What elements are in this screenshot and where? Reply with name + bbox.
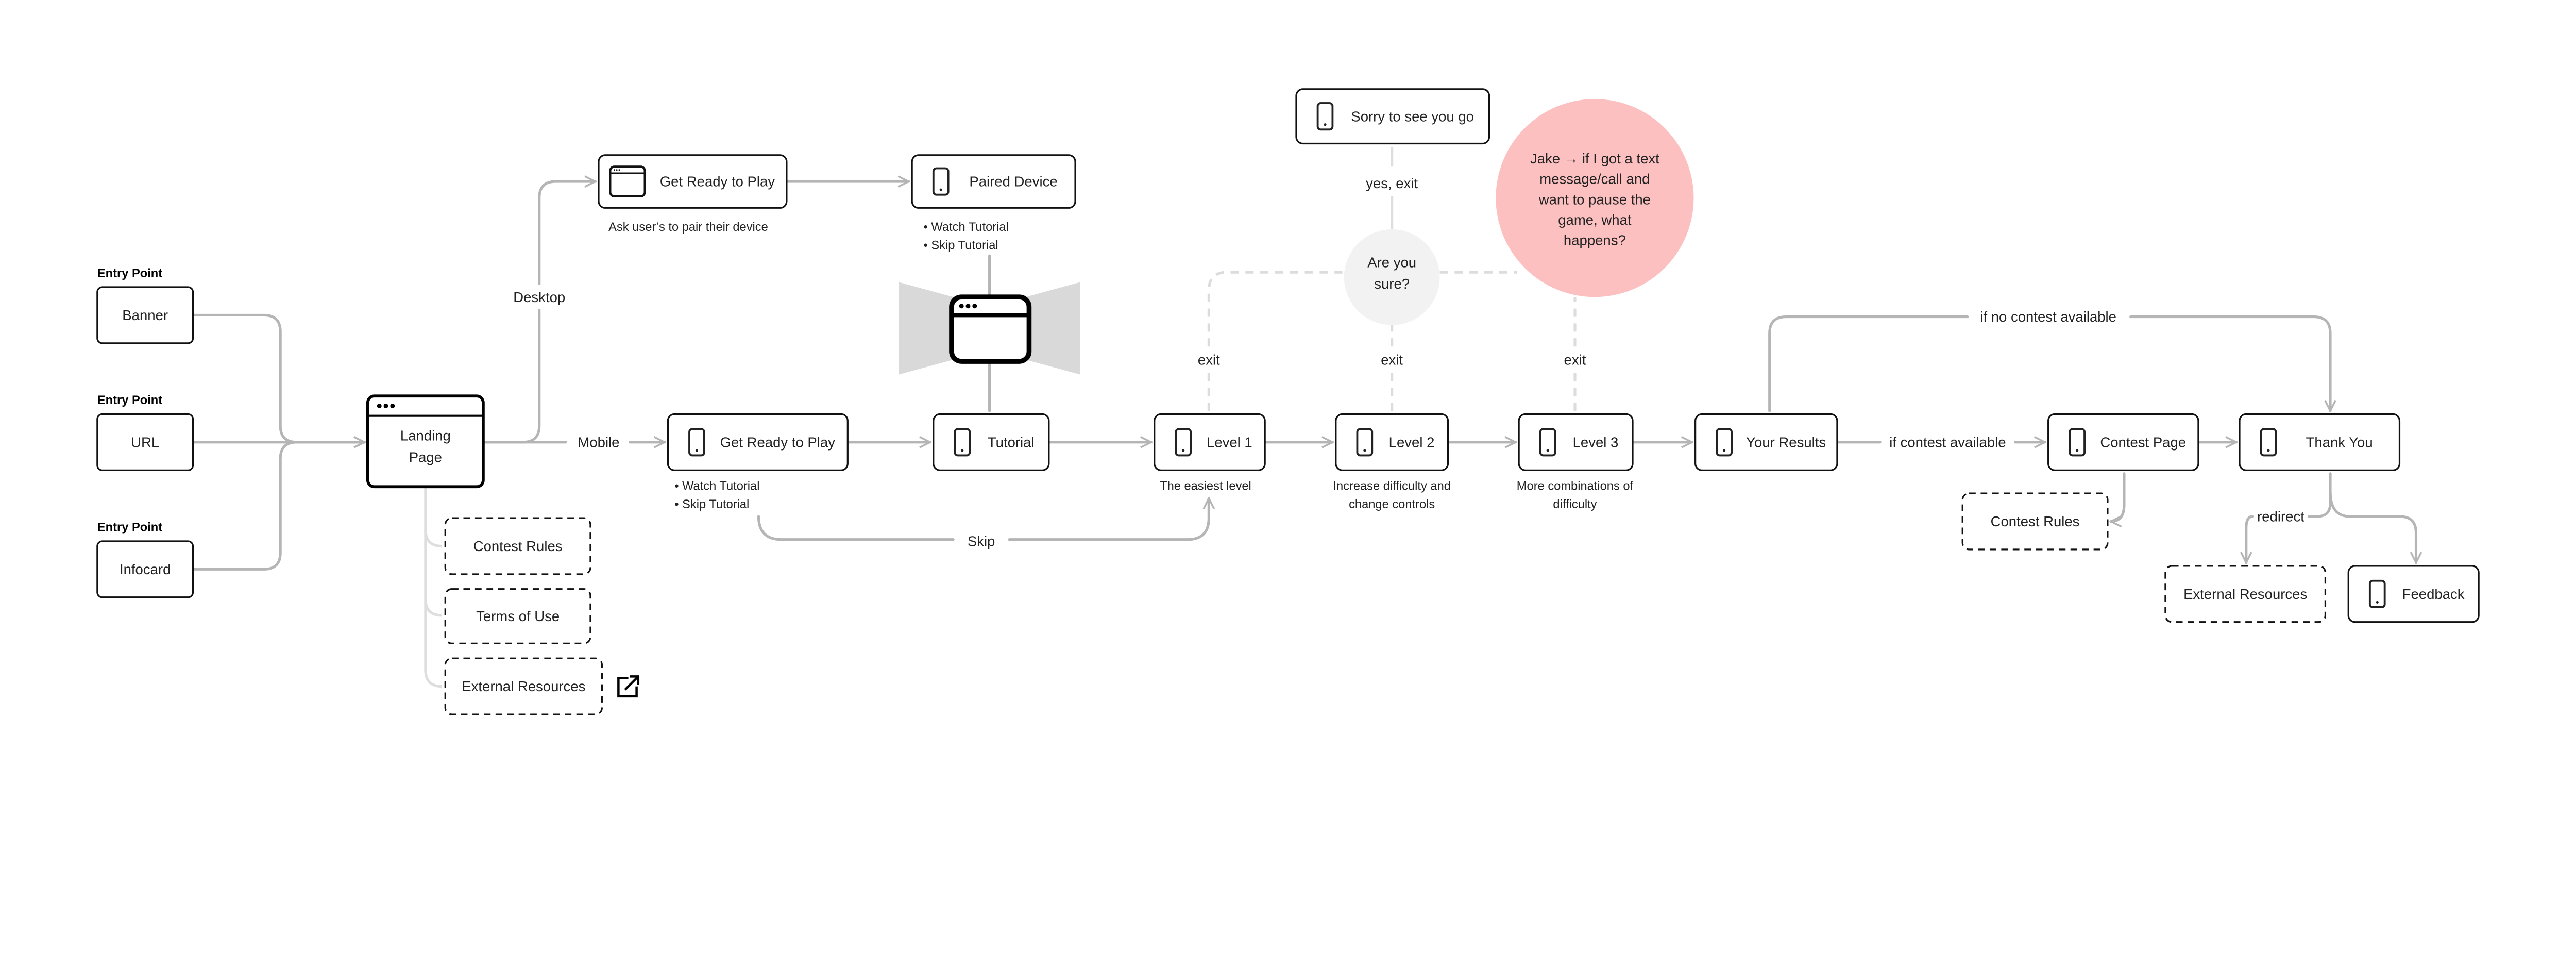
edge-label-redirect: redirect [2257, 509, 2304, 525]
edge-exit1-b [1207, 271, 1343, 347]
edge-nocontest-a [1768, 315, 1969, 412]
caption-level1: The easiest level [1160, 480, 1251, 493]
node-label: Contest Rules [473, 538, 563, 554]
decision-are-you-sure [1344, 229, 1440, 325]
entry-point-heading: Entry Point [97, 521, 162, 535]
node-results[interactable] [1694, 413, 1838, 471]
node-contest-rules-right[interactable] [1961, 492, 2109, 551]
edge-nocontest-b [2129, 315, 2330, 412]
entry-point-label: Infocard [120, 561, 171, 577]
edge-landing-rules [424, 529, 442, 548]
edge-label-exit3: exit [1564, 352, 1586, 368]
edge-landing-terms [424, 598, 442, 617]
window-dot-icon [377, 403, 382, 408]
edge-landing-sub [424, 487, 442, 688]
node-terms[interactable] [444, 588, 591, 644]
mobile-phone-icon [2260, 428, 2277, 457]
mobile-phone-icon [1316, 102, 1334, 131]
node-label: Get Ready to Play [720, 434, 836, 450]
node-label: Level 2 [1389, 434, 1435, 450]
mobile-phone-icon [688, 428, 705, 457]
entry-point-infocard[interactable] [96, 540, 194, 598]
node-external-left[interactable] [444, 657, 603, 715]
node-label: Paired Device [969, 174, 1057, 190]
entry-point-label: Banner [122, 307, 168, 323]
window-dot-icon [390, 403, 395, 408]
mobile-phone-icon [1175, 428, 1192, 457]
node-contest-page[interactable] [2047, 413, 2199, 471]
node-label: Thank You [2306, 434, 2373, 450]
entry-point-banner[interactable] [96, 286, 194, 344]
sticky-note-question [1496, 99, 1694, 297]
edge-label-contest-available: if contest available [1889, 434, 2006, 450]
node-ready-mobile[interactable] [667, 413, 849, 471]
entry-point-label: URL [131, 434, 159, 450]
node-contest-rules-left[interactable] [444, 517, 591, 575]
node-external-right[interactable] [2164, 565, 2327, 623]
node-label: External Resources [462, 678, 585, 694]
caption-ready-mobile: • Watch Tutorial• Skip Tutorial [674, 480, 759, 511]
mobile-phone-icon [1356, 428, 1374, 457]
node-sorry[interactable] [1295, 88, 1490, 145]
edge-feedback [2329, 490, 2416, 564]
external-link-icon[interactable] [617, 675, 640, 698]
mobile-phone-icon [1539, 428, 1556, 457]
entry-point-heading: Entry Point [97, 267, 162, 280]
node-landing-page[interactable] [366, 394, 485, 489]
edge-contest-rules [2111, 472, 2126, 522]
mobile-phone-icon [954, 428, 971, 457]
node-label: Contest Rules [1991, 513, 2080, 529]
mobile-phone-icon [2069, 428, 2086, 457]
mobile-phone-icon [2368, 579, 2386, 608]
node-label: Terms of Use [476, 608, 560, 624]
entry-point-url[interactable] [96, 413, 194, 471]
node-label: Tutorial [988, 434, 1035, 450]
browser-window-icon [949, 294, 1032, 364]
node-thank-you[interactable] [2239, 413, 2401, 471]
edge-infocard [191, 441, 298, 571]
edge-redirect-a [2307, 472, 2332, 518]
edge-skip-a [757, 515, 955, 541]
edge-label-desktop: Desktop [513, 289, 565, 305]
node-label: Level 1 [1207, 434, 1252, 450]
node-label: Contest Page [2100, 434, 2186, 450]
node-label: Sorry to see you go [1351, 108, 1474, 124]
node-label: Feedback [2402, 586, 2465, 602]
mobile-phone-icon [1716, 428, 1733, 457]
node-ready-desktop[interactable] [598, 154, 788, 209]
node-paired[interactable] [911, 154, 1076, 209]
edge-banner [191, 313, 366, 442]
edge-desktop-a [482, 309, 541, 444]
edge-redirect-b [2246, 515, 2255, 564]
browser-window-icon [609, 165, 646, 198]
edge-label-mobile: Mobile [578, 434, 619, 450]
node-label: Get Ready to Play [660, 174, 775, 190]
mobile-phone-icon [932, 167, 950, 196]
node-label: Your Results [1746, 434, 1826, 450]
window-dot-icon [383, 403, 388, 408]
edge-label-no-contest: if no contest available [1980, 309, 2116, 325]
edge-label-yes-exit: yes, exit [1366, 175, 1418, 191]
caption-paired: • Watch Tutorial• Skip Tutorial [924, 221, 1009, 252]
entry-point-heading: Entry Point [97, 394, 162, 407]
edge-label-exit1: exit [1198, 352, 1220, 368]
edge-label-skip: Skip [968, 533, 995, 549]
node-label: External Resources [2183, 586, 2307, 602]
edge-desktop-b [538, 181, 597, 286]
node-label: Level 3 [1573, 434, 1619, 450]
edge-skip-b [1008, 497, 1209, 541]
caption-ready-desktop: Ask user’s to pair their device [608, 221, 768, 234]
edge-label-exit2: exit [1381, 352, 1403, 368]
